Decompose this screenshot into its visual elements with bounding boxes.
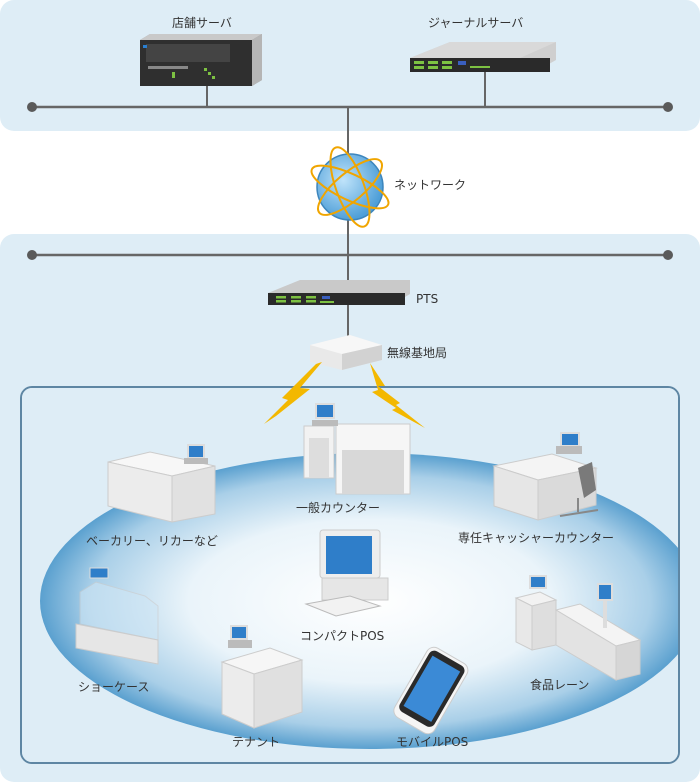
journal-server-icon [410, 42, 556, 72]
dedicated-cashier-counter-icon [492, 432, 599, 521]
lightning-right-icon [370, 363, 425, 428]
tenant-label: テナント [232, 735, 281, 749]
food-lane-icon [514, 575, 642, 681]
food-lane-label: 食品レーン [530, 678, 590, 692]
pts-label: PTS [416, 292, 439, 306]
network-label: ネットワーク [394, 178, 467, 192]
general-counter-label: 一般カウンター [296, 501, 381, 515]
bakery-liquor-label: ベーカリー、リカーなど [86, 534, 218, 548]
mobile-pos-icon [393, 646, 469, 735]
tenant-icon [220, 625, 304, 729]
store-server-label: 店舗サーバ [172, 16, 232, 30]
showcase-label: ショーケース [78, 680, 150, 694]
wireless-base-station-label: 無線基地局 [387, 346, 448, 360]
compact-pos-label: コンパクトPOS [300, 629, 385, 643]
general-counter-icon [303, 403, 411, 495]
lightning-left-icon [264, 362, 322, 424]
bus-endpoint [27, 250, 37, 260]
showcase-icon [75, 567, 159, 665]
bakery-counter-icon [107, 444, 216, 523]
mobile-pos-label: モバイルPOS [396, 735, 469, 749]
bus-endpoint [27, 102, 37, 112]
dedicated-cashier-label: 専任キャッシャーカウンター [458, 531, 615, 545]
pts-server-icon [268, 280, 410, 305]
wireless-base-station-icon [310, 335, 382, 370]
compact-pos-icon [304, 529, 389, 617]
headquarters-network-panel [0, 0, 700, 131]
journal-server-label: ジャーナルサーバ [428, 16, 524, 30]
store-server-icon [140, 34, 262, 86]
bus-endpoint [663, 102, 673, 112]
bus-endpoint [663, 250, 673, 260]
globe-icon [310, 146, 390, 228]
